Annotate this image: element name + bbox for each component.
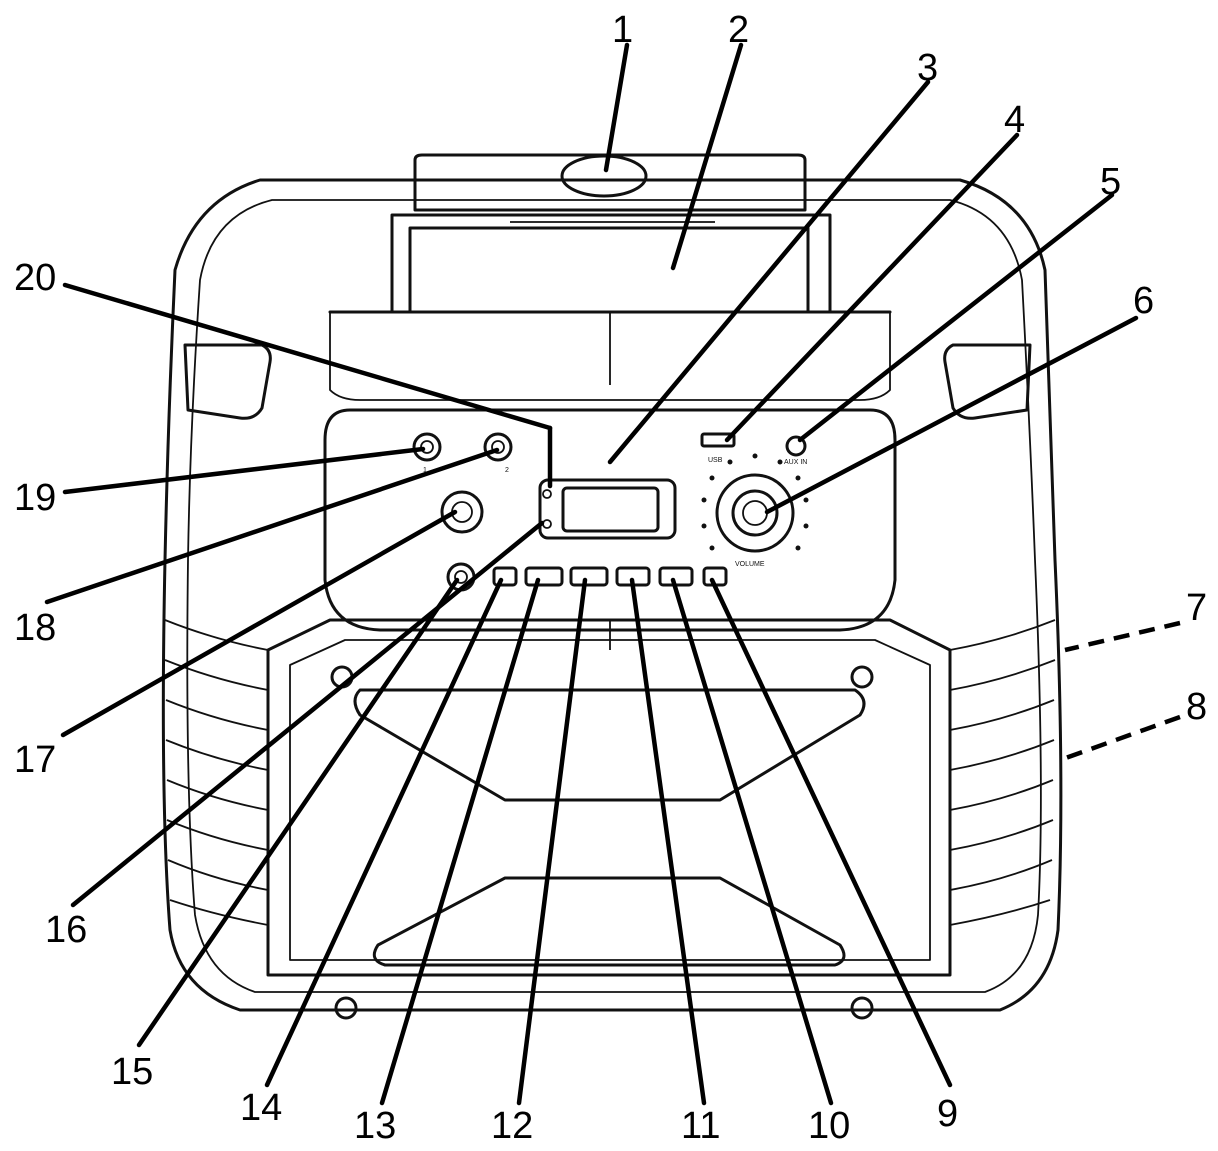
callout-12: 12 <box>491 1105 533 1147</box>
carry-handle-body <box>390 213 832 314</box>
right-ridges <box>949 619 1056 926</box>
callout-14: 14 <box>240 1087 282 1129</box>
callout-18: 18 <box>14 607 56 649</box>
screw-bottom-right <box>850 996 874 1020</box>
callout-8: 8 <box>1186 686 1207 728</box>
callout-1: 1 <box>612 9 633 51</box>
indicator-led-bottom <box>542 519 552 529</box>
callout-10: 10 <box>808 1105 850 1147</box>
mic-jack-2[interactable] <box>483 432 513 462</box>
callout-2: 2 <box>728 9 749 51</box>
callout-3: 3 <box>917 47 938 89</box>
callout-13: 13 <box>354 1105 396 1147</box>
left-ridges <box>164 619 269 926</box>
lower-recess <box>372 876 846 967</box>
handle-grip-recess <box>329 312 891 401</box>
usb-port[interactable] <box>700 432 736 448</box>
lower-front-inner <box>289 639 931 961</box>
screw-bottom-left <box>334 996 358 1020</box>
indicator-led-top <box>542 489 552 499</box>
mic-jack-1-label: 1 <box>423 467 427 474</box>
panel-button-2[interactable] <box>524 566 564 587</box>
callout-11: 11 <box>681 1105 720 1147</box>
carry-handle-top <box>413 153 807 212</box>
speaker-body-inner <box>186 199 1042 993</box>
leader-lines <box>44 42 1181 1106</box>
callout-7: 7 <box>1186 587 1207 629</box>
screw-top-right <box>850 665 874 689</box>
aux-in-label: AUX IN <box>784 459 807 466</box>
display-bezel <box>538 478 677 540</box>
speaker-body-outline <box>161 178 1063 1012</box>
display-screen <box>561 486 660 533</box>
callout-20: 20 <box>14 257 56 299</box>
panel-button-1[interactable] <box>492 566 518 587</box>
handle-button[interactable] <box>560 154 648 198</box>
callout-4: 4 <box>1004 99 1025 141</box>
volume-knob[interactable] <box>715 473 795 553</box>
callout-15: 15 <box>111 1051 153 1093</box>
volume-scale-dots <box>701 453 809 551</box>
mic-volume-knob[interactable] <box>440 490 484 534</box>
upper-recess <box>353 688 866 802</box>
control-panel <box>323 408 897 632</box>
callout-5: 5 <box>1100 161 1121 203</box>
usb-label: USB <box>708 457 723 464</box>
left-side-handle <box>183 343 272 420</box>
volume-label: VOLUME <box>735 561 765 568</box>
lower-front-frame <box>266 618 952 977</box>
callout-numbers: 1 2 3 4 5 6 7 8 9 10 11 12 13 14 15 16 1… <box>14 9 1207 1147</box>
mic-jack-1[interactable] <box>412 432 442 462</box>
callout-19: 19 <box>14 477 56 519</box>
mic-jack-2-label: 2 <box>505 467 509 474</box>
panel-button-3[interactable] <box>569 566 609 587</box>
callout-6: 6 <box>1133 280 1154 322</box>
callout-9: 9 <box>937 1093 958 1135</box>
callout-16: 16 <box>45 909 87 951</box>
right-side-handle <box>943 343 1032 420</box>
callout-17: 17 <box>14 739 56 781</box>
aux-in-jack[interactable] <box>785 435 807 457</box>
